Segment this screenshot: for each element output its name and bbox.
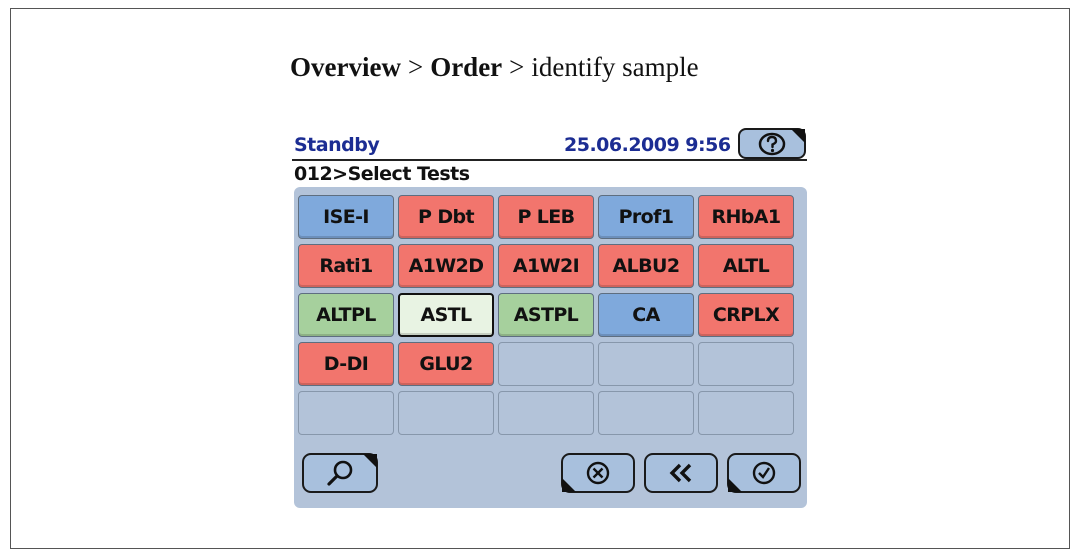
test-button-albu2[interactable]: ALBU2 [598, 244, 694, 288]
figure-frame [10, 8, 1070, 549]
test-button-a1w2i[interactable]: A1W2I [498, 244, 594, 288]
empty-test-slot[interactable] [698, 391, 794, 435]
empty-test-slot[interactable] [398, 391, 494, 435]
corner-marker [562, 478, 576, 492]
breadcrumb-overview: Overview [290, 52, 401, 82]
test-button-altl[interactable]: ALTL [698, 244, 794, 288]
help-button[interactable] [738, 128, 806, 159]
instrument-screen: Standby 25.06.2009 9:56 012>Select Tests… [292, 125, 807, 508]
empty-test-slot[interactable] [298, 391, 394, 435]
breadcrumb-separator: > [407, 52, 424, 82]
breadcrumb-order: Order [430, 52, 503, 82]
test-button-p-leb[interactable]: P LEB [498, 195, 594, 239]
empty-test-slot[interactable] [498, 391, 594, 435]
breadcrumb-identify-sample: identify sample [531, 52, 699, 82]
test-button-p-dbt[interactable]: P Dbt [398, 195, 494, 239]
status-bar: Standby 25.06.2009 9:56 [292, 125, 807, 161]
test-button-a1w2d[interactable]: A1W2D [398, 244, 494, 288]
corner-marker [791, 129, 805, 143]
test-button-rhba1[interactable]: RHbA1 [698, 195, 794, 239]
empty-test-slot[interactable] [598, 391, 694, 435]
empty-test-slot[interactable] [698, 342, 794, 386]
breadcrumb: Overview>Order>identify sample [290, 52, 699, 83]
screen-title: 012>Select Tests [294, 163, 470, 185]
back-button[interactable] [644, 453, 718, 493]
test-button-crplx[interactable]: CRPLX [698, 293, 794, 337]
datetime: 25.06.2009 9:56 [564, 134, 731, 156]
test-button-glu2[interactable]: GLU2 [398, 342, 494, 386]
question-circle-icon [757, 132, 787, 156]
test-button-altpl[interactable]: ALTPL [298, 293, 394, 337]
magnifier-icon [323, 458, 357, 488]
circle-x-icon [584, 459, 612, 487]
test-button-astpl[interactable]: ASTPL [498, 293, 594, 337]
test-button-prof1[interactable]: Prof1 [598, 195, 694, 239]
status-text: Standby [294, 134, 380, 156]
corner-marker [363, 454, 377, 468]
circle-check-icon [750, 459, 778, 487]
test-button-astl[interactable]: ASTL [398, 293, 494, 337]
empty-test-slot[interactable] [598, 342, 694, 386]
test-selection-panel: ISE-I P Dbt P LEB Prof1 RHbA1 Rati1 A1W2… [294, 187, 807, 508]
test-button-ise-i[interactable]: ISE-I [298, 195, 394, 239]
confirm-button[interactable] [727, 453, 801, 493]
test-grid: ISE-I P Dbt P LEB Prof1 RHbA1 Rati1 A1W2… [298, 195, 802, 435]
cancel-button[interactable] [561, 453, 635, 493]
double-chevron-left-icon [666, 460, 696, 486]
test-button-rati1[interactable]: Rati1 [298, 244, 394, 288]
breadcrumb-separator: > [509, 52, 525, 82]
corner-marker [728, 478, 742, 492]
test-button-ca[interactable]: CA [598, 293, 694, 337]
test-button-d-di[interactable]: D-DI [298, 342, 394, 386]
empty-test-slot[interactable] [498, 342, 594, 386]
search-button[interactable] [302, 453, 378, 493]
